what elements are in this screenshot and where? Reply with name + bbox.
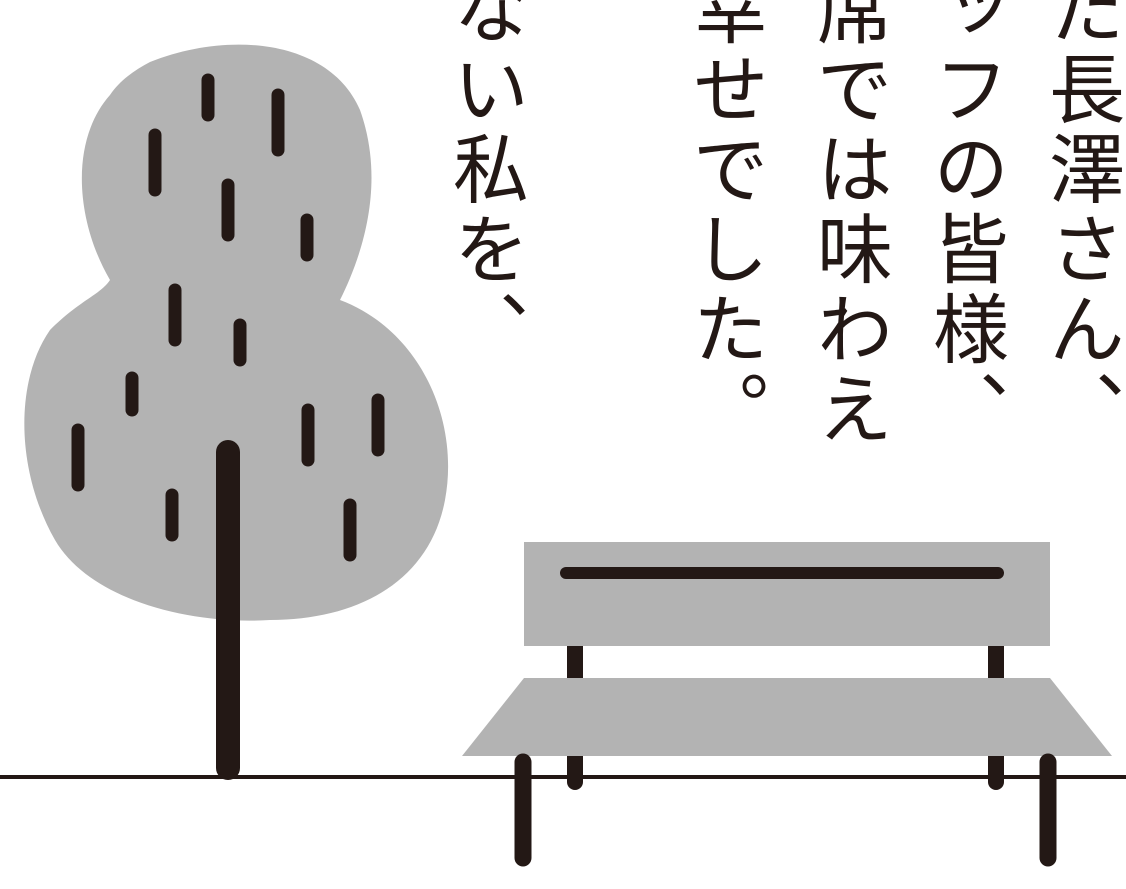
vertical-text-column-2: ッフの皆様、	[920, 0, 1009, 450]
bench-front-legs	[514, 753, 1057, 867]
bench-backrest	[524, 542, 1050, 646]
vertical-text-column-4: 幸せでした。	[680, 0, 769, 450]
vertical-text-column-5: ない私を、	[440, 0, 529, 370]
bench-seat	[462, 678, 1112, 756]
tree-texture-marks	[71, 73, 385, 562]
vertical-text-column-3: 席では味わえ	[804, 0, 893, 450]
vertical-text-column-1: た長澤さん、	[1036, 0, 1125, 450]
